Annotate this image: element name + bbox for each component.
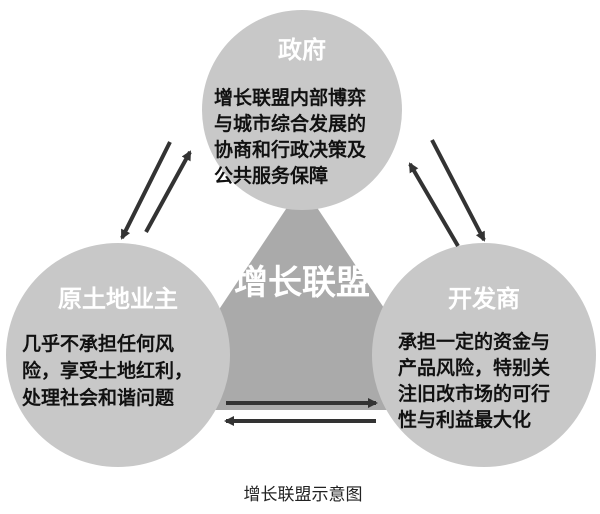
- government-line-3: 协商和行政决策及: [214, 138, 367, 161]
- arrow-landowner-to-government: [144, 150, 192, 233]
- landowner-circle: [6, 243, 230, 467]
- center-label: 增长联盟: [234, 263, 370, 303]
- government-line-1: 增长联盟内部博弈: [214, 86, 366, 109]
- developer-line-2: 产品风险，特别关: [398, 356, 550, 379]
- developer-line-1: 承担一定的资金与: [398, 330, 550, 353]
- developer-line-3: 注旧改市场的可行: [398, 382, 550, 405]
- government-circle: [202, 10, 402, 210]
- government-title: 政府: [278, 36, 326, 64]
- government-line-4: 公共服务保障: [214, 164, 328, 187]
- arrow-developer-to-government: [408, 162, 460, 248]
- landowner-line-2: 险，享受土地红利，: [22, 359, 193, 382]
- arrow-government-to-developer: [430, 139, 486, 242]
- arrow-government-to-landowner: [120, 141, 172, 240]
- landowner-title: 原土地业主: [58, 285, 178, 313]
- landowner-line-3: 处理社会和谐问题: [21, 386, 174, 409]
- diagram-caption: 增长联盟示意图: [244, 485, 363, 505]
- developer-line-4: 性与利益最大化: [398, 408, 531, 431]
- landowner-line-1: 几乎不承担任何风: [22, 332, 174, 355]
- developer-circle: [372, 243, 596, 467]
- government-line-2: 与城市综合发展的: [214, 112, 366, 135]
- developer-title: 开发商: [448, 285, 520, 313]
